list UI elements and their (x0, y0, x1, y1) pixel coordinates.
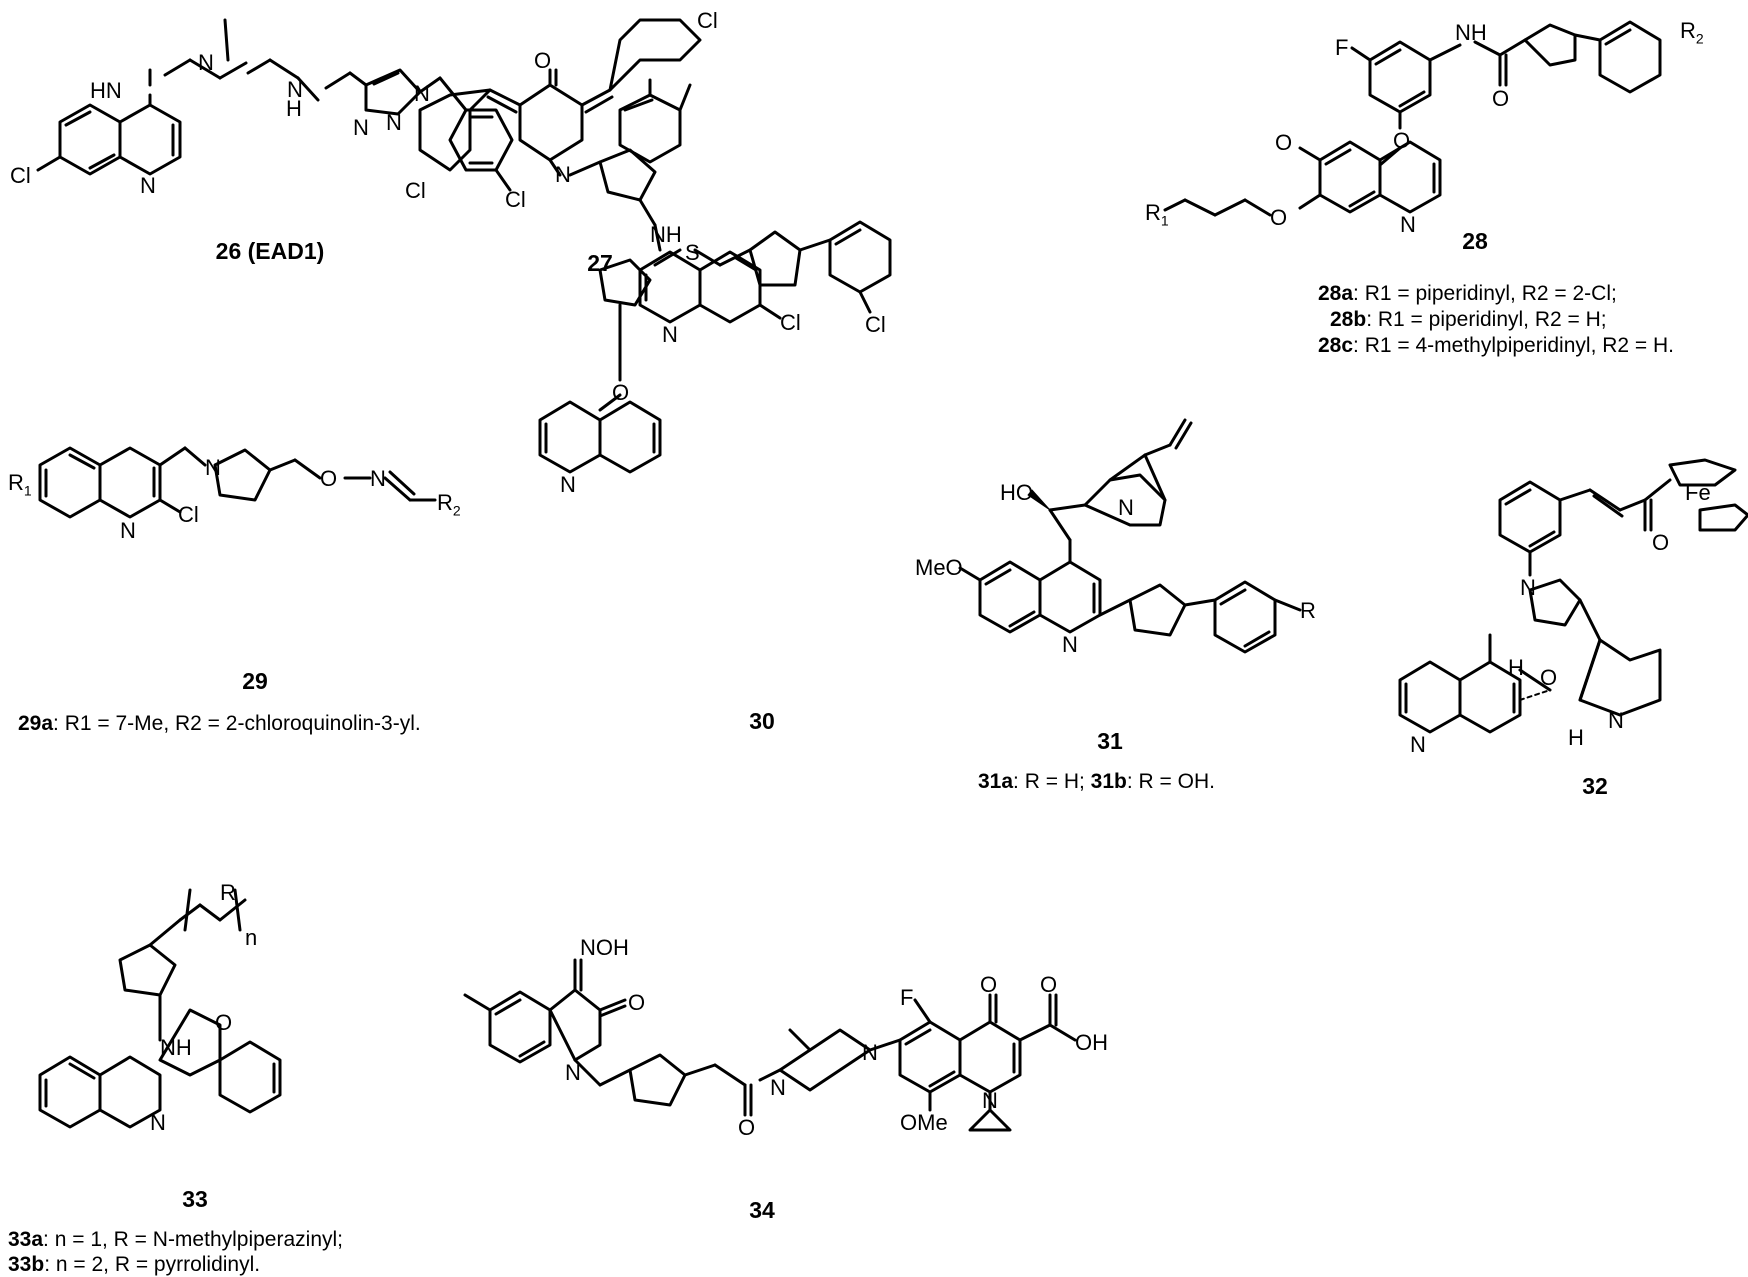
atom-label: O (612, 380, 630, 405)
atom-label: F (900, 985, 914, 1010)
atom-label: O (628, 990, 646, 1015)
atom-label: N (120, 518, 136, 543)
structure-31 (958, 418, 1302, 654)
atom-label: O (1540, 665, 1558, 690)
atom-label: R1 (1145, 200, 1169, 229)
compound-28b-note: 28b: R1 = piperidinyl, R2 = H; (1330, 308, 1607, 331)
atom-label: O (1492, 86, 1510, 111)
atom-label: N (1062, 632, 1078, 657)
atom-label: Cl (865, 312, 886, 337)
compound-31-note: 31a: R = H; 31b: R = OH. (978, 770, 1215, 793)
atom-label: Cl (178, 502, 199, 527)
atom-label: O (1393, 128, 1411, 153)
structure-33 (38, 888, 282, 1129)
atom-label: N (565, 1060, 581, 1085)
atom-label: O (1270, 205, 1288, 230)
atom-label: N (555, 162, 571, 187)
structure-29 (38, 446, 437, 519)
atom-label: N (370, 466, 386, 491)
atom-label: R (220, 880, 236, 905)
atom-label: O (980, 972, 998, 997)
atom-label: N (1608, 708, 1624, 733)
atom-label: MeO (915, 555, 963, 580)
atom-label: N (560, 472, 576, 497)
structure-26 (36, 18, 514, 192)
atom-label: Cl (780, 310, 801, 335)
atom-label: NH (650, 222, 682, 247)
atom-label: O (534, 48, 552, 73)
atom-label: R2 (1680, 18, 1704, 47)
atom-label: Cl (405, 178, 426, 203)
svg-text:N: N (287, 77, 303, 102)
atom-label: NOH (580, 935, 629, 960)
atom-label: OH (1075, 1030, 1108, 1055)
atom-label: N (205, 455, 221, 480)
atom-label: R2 (437, 490, 461, 519)
svg-text:N: N (198, 50, 214, 75)
atom-label: O (1040, 972, 1058, 997)
atom-label: NH (160, 1035, 192, 1060)
atom-label: N (1400, 212, 1416, 237)
compound-29a-note: 29a: R1 = 7-Me, R2 = 2-chloroquinolin-3-… (18, 712, 421, 735)
compound-26-label: 26 (EAD1) (215, 238, 325, 264)
structure-32 (1398, 458, 1748, 734)
compound-28-label: 28 (1462, 228, 1488, 254)
atom-label: HO (1000, 480, 1033, 505)
svg-text:N: N (386, 110, 402, 135)
svg-text:Cl: Cl (505, 187, 526, 212)
svg-text:N: N (140, 173, 156, 198)
structure-34 (463, 958, 1077, 1132)
atom-label: N (662, 322, 678, 347)
atom-label: R (1300, 598, 1316, 623)
atom-label: n (245, 925, 258, 950)
svg-text:N: N (414, 81, 430, 106)
compound-34-label: 34 (749, 1197, 775, 1223)
atom-label: H (1508, 655, 1524, 680)
compound-32-label: 32 (1582, 773, 1608, 799)
atom-label: O (215, 1010, 233, 1035)
atom-label: Cl (697, 8, 718, 33)
atom-label: F (1335, 35, 1349, 60)
atom-label: N (1410, 732, 1426, 757)
structure-28 (1163, 20, 1662, 217)
atom-label: O (1275, 130, 1293, 155)
atom-label: R1 (8, 470, 32, 499)
compound-28a-note: 28a: R1 = piperidinyl, R2 = 2-Cl; (1318, 282, 1617, 305)
atom-label: N (1520, 575, 1536, 600)
svg-text:Cl: Cl (10, 163, 31, 188)
atom-label: N (862, 1040, 878, 1065)
svg-text:N: N (353, 115, 369, 140)
atom-label: N (770, 1075, 786, 1100)
svg-text:H: H (286, 96, 302, 121)
atom-label: S (685, 240, 700, 265)
compound-33a-note: 33a: n = 1, R = N-methylpiperazinyl; (8, 1228, 344, 1251)
atom-label: N (982, 1088, 998, 1113)
atom-label: N (1118, 495, 1134, 520)
compound-28c-note: 28c: R1 = 4-methylpiperidinyl, R2 = H. (1318, 334, 1675, 357)
compound-31-label: 31 (1097, 728, 1123, 754)
compound-33b-note: 33b: n = 2, R = pyrrolidinyl. (8, 1253, 261, 1276)
compound-33-label: 33 (182, 1186, 208, 1212)
atom-label: H (1568, 725, 1584, 750)
svg-text:HN: HN (90, 78, 122, 103)
compound-30-label: 30 (749, 708, 775, 734)
atom-label: O (320, 466, 338, 491)
atom-label: N (150, 1110, 166, 1135)
structure-30 (538, 220, 892, 474)
atom-label: Fe (1685, 480, 1711, 505)
structure-27 (418, 18, 782, 324)
atom-label: NH (1455, 20, 1487, 45)
compound-27-label: 27 (587, 250, 613, 276)
compound-29-label: 29 (242, 668, 268, 694)
atom-label: O (738, 1115, 756, 1140)
atom-label: OMe (900, 1110, 948, 1135)
atom-label: O (1652, 530, 1670, 555)
